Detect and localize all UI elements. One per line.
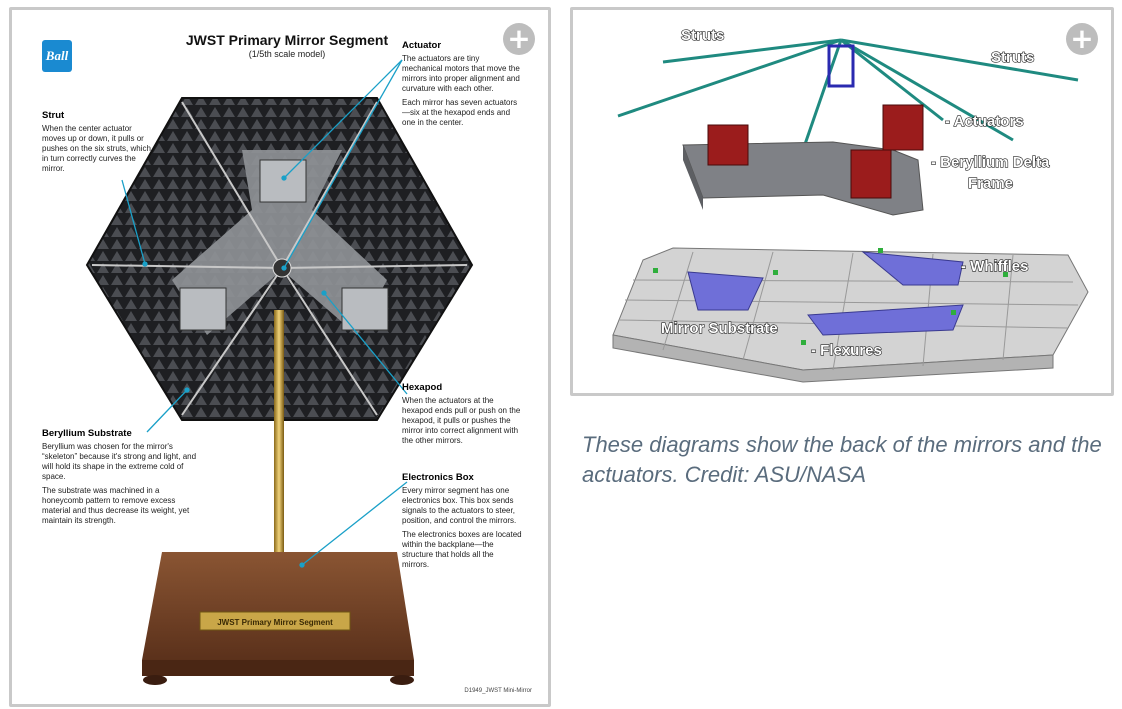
hexapod-heading: Hexapod [402,382,443,393]
cad-actuators [707,104,924,199]
poster-image-card[interactable]: Ball JWST Primary Mirror Segment (1/5th … [9,7,551,707]
label-struts-left: Struts [681,27,724,44]
beryllium-heading: Beryllium Substrate [42,428,132,439]
cad-whiffles [687,251,964,336]
actuator-annotation: Actuator The actuators are tiny mechanic… [402,40,522,132]
label-delta-frame-1: - Beryllium Delta [931,154,1050,171]
cad-diagram-illustration: Struts Struts - Actuators - Beryllium De… [612,26,1089,383]
actuator-top [259,159,307,203]
label-flexures: - Flexures [811,342,882,359]
electronics-heading: Electronics Box [402,472,474,483]
electronics-annotation: Electronics Box Every mirror segment has… [402,472,522,574]
beryllium-body-2: The substrate was machined in a honeycom… [42,486,190,525]
actuator-heading: Actuator [402,40,442,51]
expand-image-button[interactable]: + [1066,23,1098,55]
leader-lines [121,59,408,568]
ball-logo: Ball [42,40,72,72]
poster-title: JWST Primary Mirror Segment [185,32,389,48]
electronics-body-2: The electronics boxes are located within… [402,530,522,569]
cad-struts [617,38,1079,151]
plaque-text: JWST Primary Mirror Segment [217,618,333,627]
struts [91,101,468,416]
expand-image-button[interactable]: + [503,23,535,55]
strut-body: When the center actuator moves up or dow… [42,124,151,173]
actuator-right [341,287,389,331]
hexapod-body: When the actuators at the hexapod ends p… [402,396,521,445]
label-delta-frame-2: Frame [968,175,1013,192]
base-plaque [199,611,351,631]
label-whiffles: - Whiffles [961,258,1029,275]
beryllium-body-1: Beryllium was chosen for the mirror's “s… [42,442,197,481]
actuator-body-1: The actuators are tiny mechanical motors… [402,54,520,93]
label-mirror-substrate: Mirror Substrate [661,320,778,337]
label-struts-right: Struts [991,49,1034,66]
actuator-left [179,287,227,331]
strut-annotation: Strut When the center actuator moves up … [42,110,152,178]
cad-diagram-card[interactable]: Struts Struts - Actuators - Beryllium De… [570,7,1114,396]
label-actuators: - Actuators [945,113,1024,130]
cad-flexures [653,248,1008,345]
figure-caption: These diagrams show the back of the mirr… [582,432,1102,487]
actuator-body-2: Each mirror has seven actuators—six at t… [402,98,518,127]
hexapod-annotation: Hexapod When the actuators at the hexapo… [402,382,522,450]
brass-rod [274,310,284,560]
mirror-model-illustration: JWST Primary Mirror Segment [85,59,474,685]
electronics-body-1: Every mirror segment has one electronics… [402,486,517,525]
poster-subtitle: (1/5th scale model) [248,49,326,59]
poster-footer-code: D1949_JWST Mini-Mirror [464,688,532,694]
strut-heading: Strut [42,110,65,121]
beryllium-annotation: Beryllium Substrate Beryllium was chosen… [42,428,200,530]
wooden-base [142,552,414,660]
